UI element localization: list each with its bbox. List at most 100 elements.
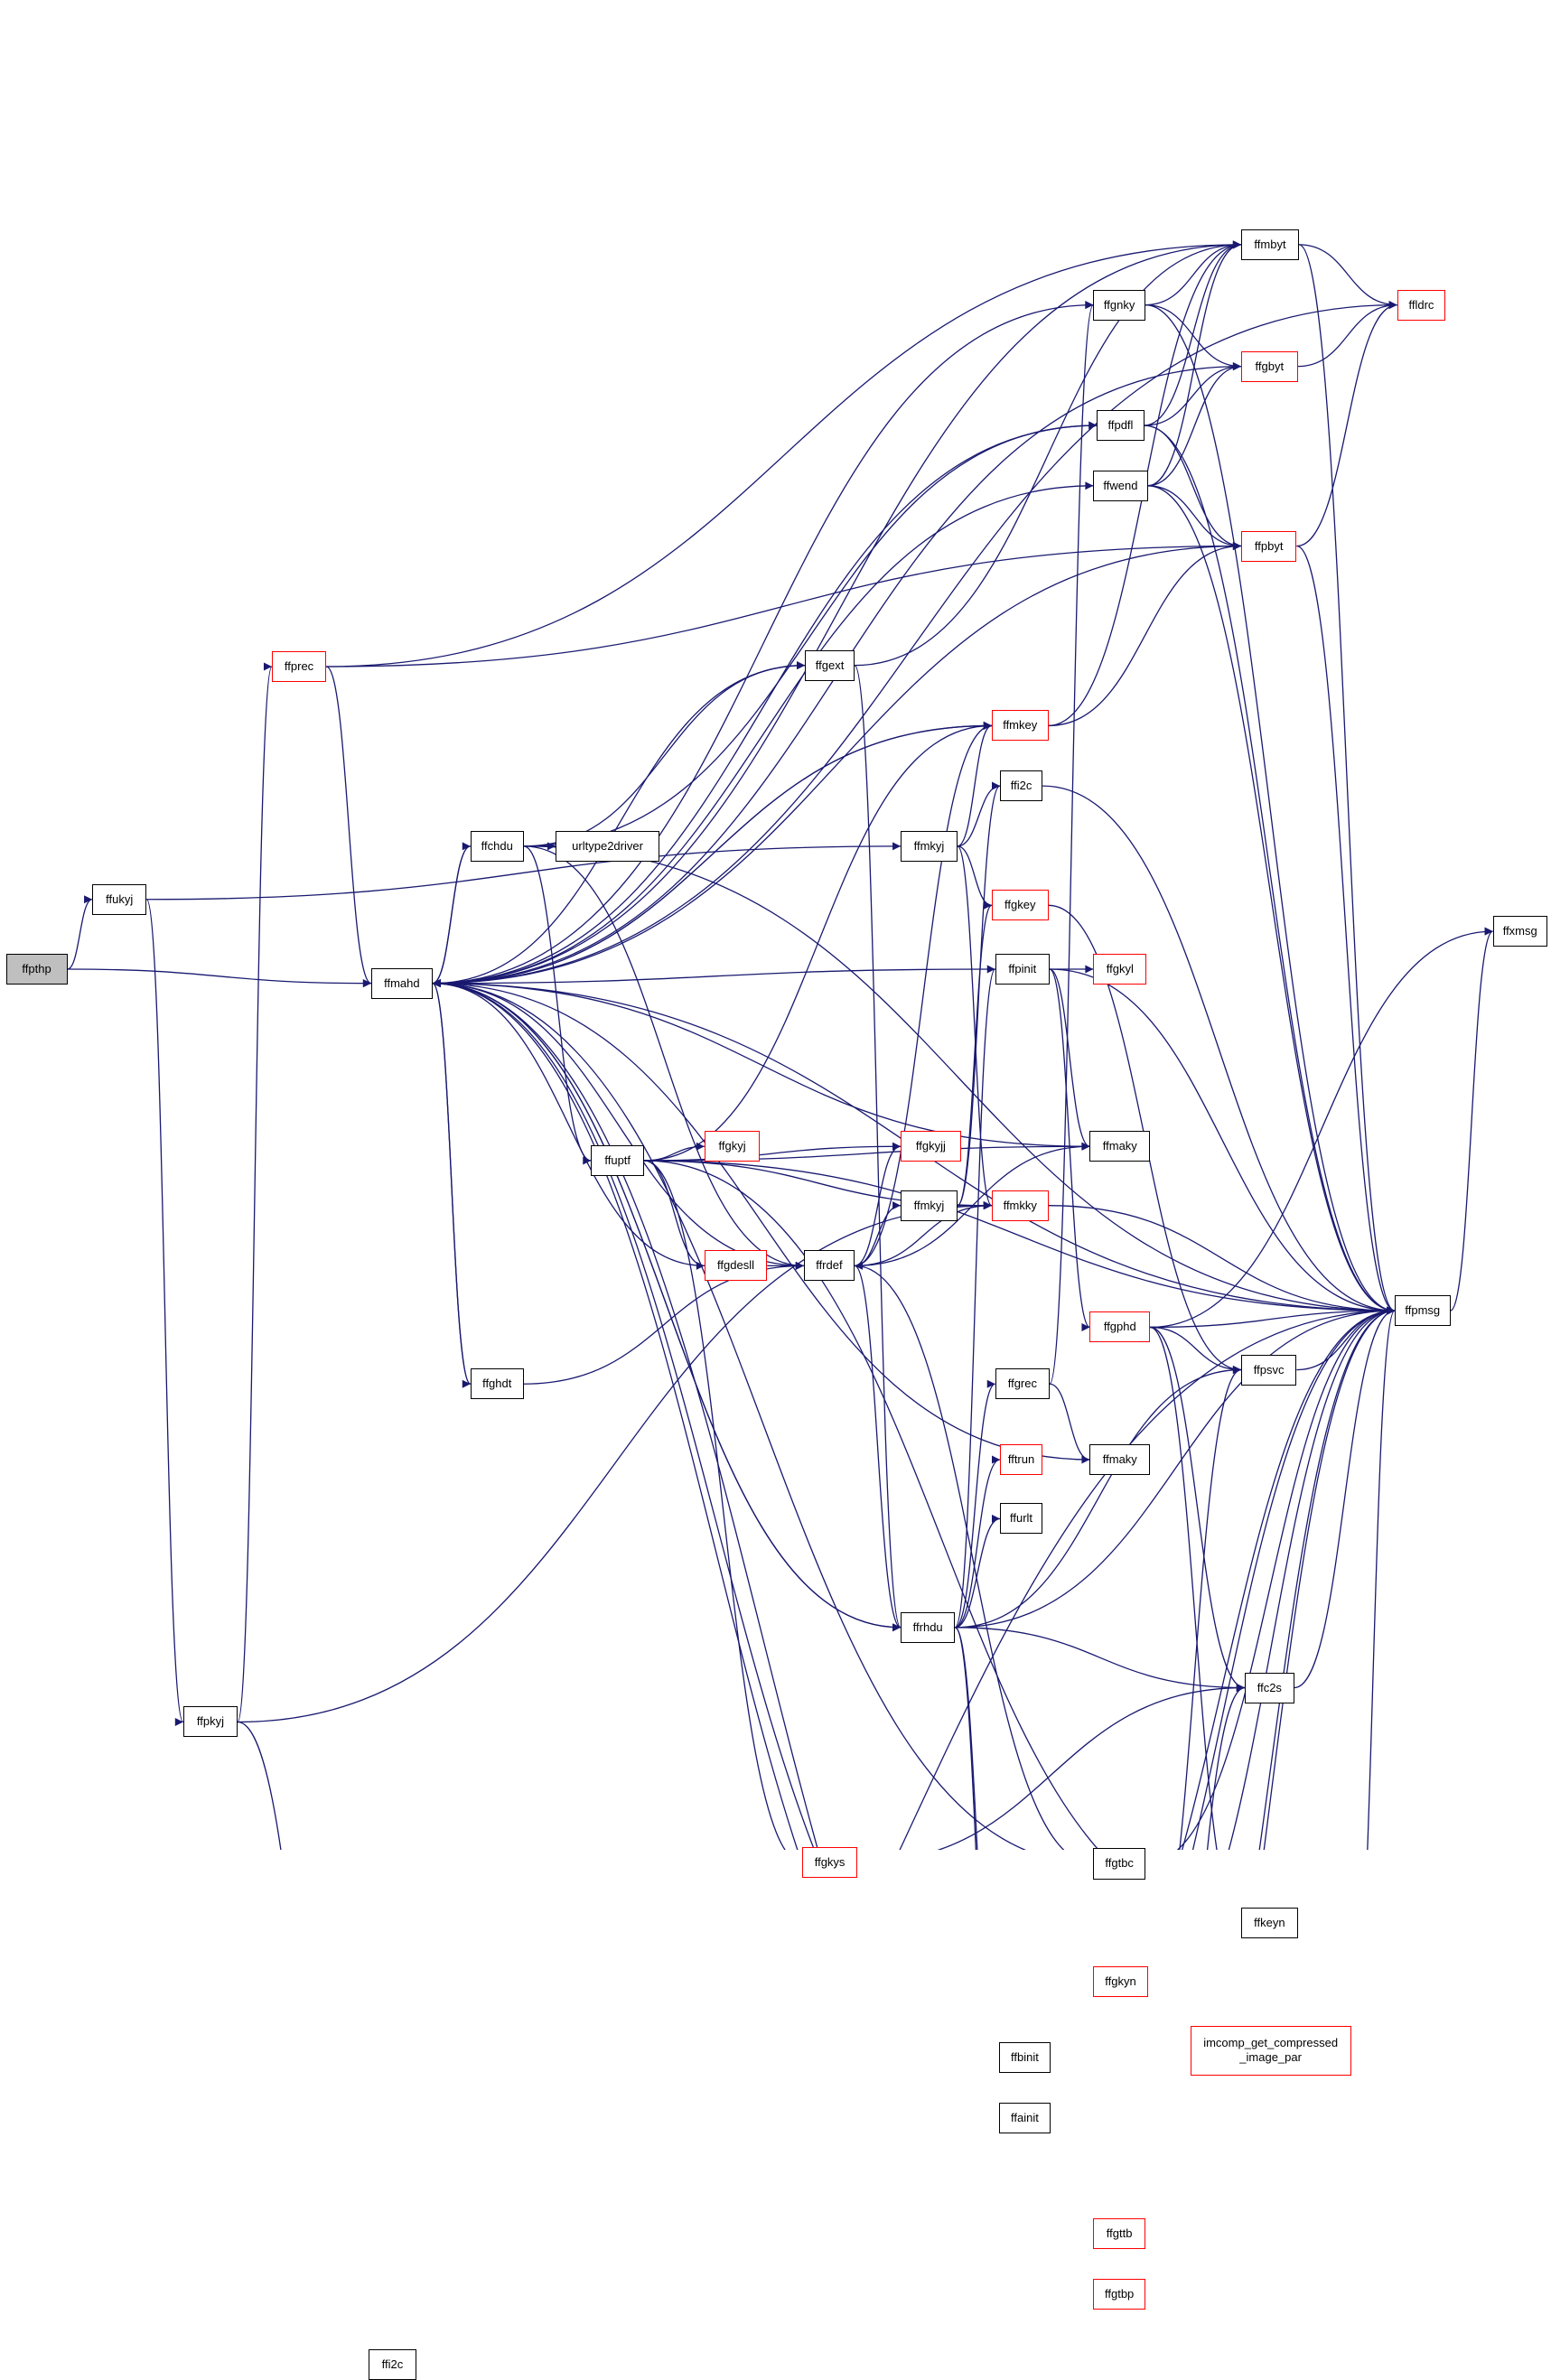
node-label: ffi2c bbox=[381, 2357, 404, 2372]
node-ffkeyn[interactable]: ffkeyn bbox=[1240, 1907, 1298, 1938]
edge-ffrdef-to-ffgkyjj bbox=[854, 1142, 902, 1267]
node-ffgext[interactable]: ffgext bbox=[805, 649, 855, 681]
edge-ffmahd-to-ffpdfl bbox=[432, 421, 1098, 985]
node-label: ffc2s bbox=[1257, 1680, 1282, 1694]
edge-ffuptf-to-ffkeyn bbox=[644, 1160, 1100, 1850]
node-ffmaky2[interactable]: ffmaky bbox=[1089, 1443, 1151, 1475]
node-ffgkyn[interactable]: ffgkyn bbox=[1093, 1966, 1148, 1998]
edge-ffgphd-to-ffpsvc bbox=[1150, 1326, 1241, 1375]
node-ffgkey[interactable]: ffgkey bbox=[991, 890, 1049, 921]
node-ffurlt[interactable]: ffurlt bbox=[999, 1503, 1043, 1535]
node-ffldrc[interactable]: ffldrc bbox=[1397, 289, 1446, 321]
node-label: ffchdu bbox=[481, 838, 513, 853]
node-ffgtbp[interactable]: ffgtbp bbox=[1093, 2278, 1145, 2310]
node-ffgdesll[interactable]: ffgdesll bbox=[704, 1250, 768, 1282]
edge-ffprec-to-ffmbyt bbox=[326, 240, 1241, 667]
node-ffmkky[interactable]: ffmkky bbox=[991, 1190, 1049, 1221]
edge-ffldrc-to-ffmahd bbox=[432, 303, 1397, 988]
edge-ffrdef-to-ffmahd bbox=[432, 979, 804, 1267]
node-ffchdu[interactable]: ffchdu bbox=[470, 830, 524, 862]
node-ffwend[interactable]: ffwend bbox=[1093, 470, 1148, 501]
node-fftrun[interactable]: fftrun bbox=[999, 1443, 1043, 1475]
node-ffpsvc[interactable]: ffpsvc bbox=[1240, 1354, 1297, 1386]
node-ffgkyjj[interactable]: ffgkyjj bbox=[901, 1131, 961, 1162]
node-label: ffukyj bbox=[106, 891, 134, 906]
edge-ffmbyt-to-ffpmsg bbox=[1298, 244, 1396, 1315]
node-ffgrec[interactable]: ffgrec bbox=[995, 1368, 1050, 1400]
node-ffmbyt[interactable]: ffmbyt bbox=[1240, 229, 1300, 260]
edge-ffc2s-to-ffpmsg bbox=[1294, 1306, 1396, 1689]
node-ffpinit[interactable]: ffpinit bbox=[995, 953, 1050, 985]
node-ffrdef[interactable]: ffrdef bbox=[803, 1250, 855, 1282]
edge-ffpkyj-to-ffi2c_left bbox=[238, 1721, 282, 1850]
edge-ffgbyt-to-ffldrc bbox=[1297, 301, 1397, 368]
node-ffgtbc[interactable]: ffgtbc bbox=[1093, 1848, 1145, 1880]
node-label: ffrhdu bbox=[912, 1619, 943, 1634]
node-ffpdfl[interactable]: ffpdfl bbox=[1097, 410, 1145, 442]
node-ffmkyj2[interactable]: ffmkyj bbox=[901, 1190, 958, 1221]
node-ffxmsg[interactable]: ffxmsg bbox=[1492, 916, 1547, 947]
edge-ffmkky-to-ffpmsg bbox=[1048, 1205, 1396, 1315]
node-ffmaky[interactable]: ffmaky bbox=[1089, 1131, 1151, 1162]
edge-ffrhdu-to-ffmahd bbox=[432, 979, 902, 1629]
node-ffi2c-mid[interactable]: ffi2c bbox=[999, 770, 1043, 802]
edge-ffpdfl-to-ffmbyt bbox=[1144, 240, 1241, 426]
node-ffc2s[interactable]: ffc2s bbox=[1244, 1672, 1294, 1703]
node-label: ffi2c bbox=[1010, 779, 1032, 793]
node-label: ffgkyl bbox=[1106, 961, 1134, 975]
node-imcomp[interactable]: imcomp_get_compressed _image_par bbox=[1190, 2025, 1351, 2076]
node-ffpthp[interactable]: ffpthp bbox=[5, 953, 68, 985]
edge-ffchdu-to-ffgext bbox=[523, 661, 806, 847]
node-label: ffmkky bbox=[1003, 1198, 1037, 1212]
edge-ffmkyj-to-ffi2c_mid bbox=[957, 781, 1001, 847]
edge-ffmkyj-to-ffmkey bbox=[957, 721, 993, 847]
node-urltype2driver[interactable]: urltype2driver bbox=[555, 830, 660, 862]
node-label: ffmaky bbox=[1102, 1451, 1137, 1466]
edge-ffgtbp-to-ffc2s bbox=[1206, 1684, 1245, 1850]
node-ffi2c-left[interactable]: ffi2c bbox=[369, 2349, 416, 2380]
node-ffgkyl[interactable]: ffgkyl bbox=[1093, 953, 1147, 985]
node-label: ffgdesll bbox=[717, 1258, 755, 1273]
edge-ffpkyj-to-ffprec bbox=[237, 663, 273, 1723]
edge-ffgext-to-ffrhdu bbox=[854, 665, 902, 1631]
node-label: ffgkys bbox=[814, 1855, 846, 1870]
node-ffprec[interactable]: ffprec bbox=[271, 650, 327, 682]
node-ffghdt[interactable]: ffghdt bbox=[470, 1368, 524, 1400]
node-label: ffgkey bbox=[1004, 898, 1036, 912]
node-ffpkyj[interactable]: ffpkyj bbox=[182, 1706, 238, 1738]
node-ffmkey[interactable]: ffmkey bbox=[991, 710, 1049, 742]
edge-ffrhdu-to-ffainit bbox=[954, 1627, 976, 1850]
node-ffuptf[interactable]: ffuptf bbox=[591, 1144, 645, 1176]
edge-ffpdfl-to-ffgbyt bbox=[1144, 362, 1241, 426]
edge-ffmkey-to-ffmahd bbox=[432, 724, 992, 988]
node-ffmahd[interactable]: ffmahd bbox=[370, 967, 433, 999]
node-ffmkyj[interactable]: ffmkyj bbox=[901, 830, 958, 862]
node-label: ffpsvc bbox=[1253, 1362, 1285, 1377]
edge-imcomp-to-ffpmsg bbox=[1367, 1306, 1396, 1850]
node-label: ffpmsg bbox=[1405, 1303, 1441, 1318]
node-ffpmsg[interactable]: ffpmsg bbox=[1395, 1295, 1451, 1327]
node-ffgkys[interactable]: ffgkys bbox=[802, 1847, 857, 1879]
node-label: ffghdt bbox=[482, 1377, 512, 1391]
node-label: ffgkyn bbox=[1105, 1974, 1136, 1989]
edge-ffpinit-to-ffgphd bbox=[1049, 968, 1091, 1331]
edge-ffwend-to-ffmbyt bbox=[1147, 240, 1241, 487]
edge-ffgkyn-to-ffpsvc bbox=[1179, 1366, 1242, 1850]
edge-ffpkyj-to-ffmkky bbox=[238, 1201, 992, 1723]
node-label: ffmkyj bbox=[913, 838, 945, 853]
node-ffgbyt[interactable]: ffgbyt bbox=[1240, 350, 1298, 382]
edge-ffgphd-to-ffpmsg bbox=[1150, 1306, 1396, 1329]
node-ffukyj[interactable]: ffukyj bbox=[92, 883, 147, 915]
node-ffpbyt[interactable]: ffpbyt bbox=[1240, 530, 1297, 562]
node-ffgkyj-a[interactable]: ffgkyj bbox=[704, 1131, 761, 1162]
node-ffgttb[interactable]: ffgttb bbox=[1093, 2218, 1145, 2250]
node-ffainit[interactable]: ffainit bbox=[998, 2102, 1051, 2133]
node-ffgphd[interactable]: ffgphd bbox=[1089, 1311, 1151, 1343]
node-ffrhdu[interactable]: ffrhdu bbox=[901, 1611, 956, 1643]
node-label: ffgkyjj bbox=[915, 1139, 946, 1153]
edge-ffmahd-to-ffmbyt bbox=[432, 240, 1241, 985]
edge-ffrhdu-to-ffurlt bbox=[955, 1514, 1001, 1629]
node-ffbinit[interactable]: ffbinit bbox=[998, 2042, 1051, 2074]
edge-ffrdef-to-ffrhdu bbox=[854, 1265, 902, 1632]
node-ffgnky[interactable]: ffgnky bbox=[1093, 289, 1145, 321]
